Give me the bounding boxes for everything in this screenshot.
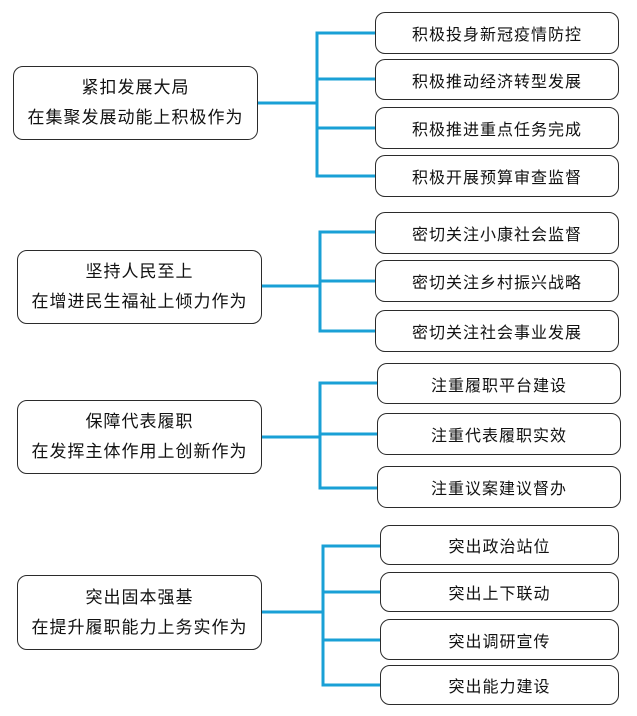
item-box: 突出上下联动 bbox=[380, 572, 619, 612]
item-box: 密切关注乡村振兴战略 bbox=[375, 260, 619, 302]
item-box: 积极推进重点任务完成 bbox=[375, 107, 619, 149]
main-title: 紧扣发展大局 bbox=[81, 78, 190, 98]
main-box-3: 保障代表履职 在发挥主体作用上创新作为 bbox=[17, 400, 262, 474]
main-subtitle: 在提升履职能力上务实作为 bbox=[31, 617, 248, 638]
item-box: 积极开展预算审查监督 bbox=[375, 155, 619, 197]
item-box: 积极投身新冠疫情防控 bbox=[375, 12, 619, 54]
main-box-2: 坚持人民至上 在增进民生福祉上倾力作为 bbox=[17, 250, 262, 324]
main-subtitle: 在集聚发展动能上积极作为 bbox=[27, 108, 244, 128]
main-box-4: 突出固本强基 在提升履职能力上务实作为 bbox=[17, 575, 262, 650]
item-box: 突出调研宣传 bbox=[380, 619, 619, 660]
item-box: 密切关注社会事业发展 bbox=[375, 310, 619, 352]
item-box: 注重议案建议督办 bbox=[377, 466, 621, 508]
item-box: 积极推动经济转型发展 bbox=[375, 59, 619, 100]
item-box: 注重代表履职实效 bbox=[377, 413, 621, 455]
main-title: 突出固本强基 bbox=[85, 587, 194, 608]
item-box: 注重履职平台建设 bbox=[377, 363, 621, 404]
main-subtitle: 在增进民生福祉上倾力作为 bbox=[31, 292, 248, 312]
item-box: 密切关注小康社会监督 bbox=[375, 212, 619, 254]
item-box: 突出能力建设 bbox=[380, 665, 619, 705]
main-box-1: 紧扣发展大局 在集聚发展动能上积极作为 bbox=[13, 66, 258, 140]
main-subtitle: 在发挥主体作用上创新作为 bbox=[31, 442, 248, 462]
main-title: 坚持人民至上 bbox=[85, 262, 194, 282]
item-box: 突出政治站位 bbox=[380, 525, 619, 565]
main-title: 保障代表履职 bbox=[85, 412, 194, 432]
